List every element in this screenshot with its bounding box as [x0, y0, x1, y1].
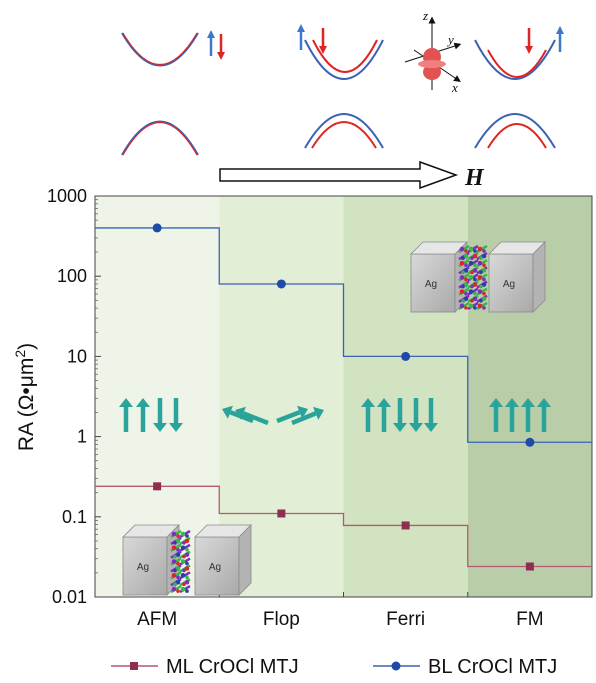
data-point-bl [525, 437, 535, 447]
spin-up-arrow-icon [377, 398, 391, 432]
chart: 0.01 0.1 1 10 100 1000 AFM Flop Ferri FM RA (Ω•μ… [12, 186, 593, 630]
spin-down-arrow-icon [393, 398, 407, 432]
svg-text:z: z [422, 8, 428, 23]
x-tick-label: Ferri [386, 609, 425, 630]
spin-canted-arrow-icon [291, 406, 324, 426]
crocl-layers [170, 529, 191, 594]
y-tick-label: 10 [67, 346, 87, 366]
field-label: H [464, 165, 485, 191]
x-tick-label: AFM [137, 609, 177, 630]
bl-mtj-device: Ag Ag [410, 241, 546, 313]
ag-electrode: Ag [410, 241, 468, 313]
spin-up-arrow-icon [136, 398, 150, 432]
phase-regions [95, 196, 592, 597]
spin-canted-arrow-icon [276, 405, 308, 424]
y-axis-title: RA (Ω•μm2) [12, 343, 38, 451]
data-point-bl [276, 279, 286, 289]
legend-item-ml: ML CrOCl MTJ [111, 656, 299, 678]
svg-text:x: x [451, 80, 458, 95]
spin-up-arrow-icon [361, 398, 375, 432]
spin-config-afm [119, 398, 183, 432]
crocl-layers [458, 244, 488, 310]
ag-label: Ag [503, 279, 515, 290]
x-tick-label: FM [516, 609, 543, 630]
svg-text:y: y [446, 32, 454, 47]
band-afm [121, 30, 225, 156]
band-fm [474, 26, 564, 149]
y-tick-label: 0.01 [52, 587, 87, 607]
data-point-bl [152, 223, 162, 233]
svg-text:ML CrOCl MTJ: ML CrOCl MTJ [166, 656, 299, 678]
x-tick-label: Flop [263, 609, 300, 630]
spin-down-arrow-icon [409, 398, 423, 432]
spin-config-ferri [361, 398, 438, 432]
spin-config-fm [489, 398, 551, 432]
ag-label: Ag [209, 562, 221, 573]
y-axis: 0.01 0.1 1 10 100 1000 [47, 186, 101, 607]
spin-up-arrow-icon [489, 398, 503, 432]
x-axis: AFM Flop Ferri FM [94, 592, 544, 630]
spin-down-arrow-icon [424, 398, 438, 432]
y-tick-label: 100 [57, 266, 87, 286]
data-point-bl [401, 351, 411, 361]
data-point-ml [525, 562, 534, 571]
spin-up-arrow-icon [521, 398, 535, 432]
data-point-ml [153, 482, 162, 491]
band-schematic: z y x H [121, 8, 564, 191]
ag-label: Ag [137, 562, 149, 573]
ag-electrode: Ag [488, 241, 546, 313]
data-point-ml [277, 509, 286, 518]
ag-electrode: Ag [122, 524, 180, 596]
ag-electrode: Ag [194, 524, 252, 596]
spin-down-arrow-icon [153, 398, 167, 432]
y-tick-label: 0.1 [62, 507, 87, 527]
spin-down-arrow-icon [169, 398, 183, 432]
spin-canted-arrow-icon [235, 406, 269, 426]
ml-mtj-device: Ag Ag [122, 524, 252, 596]
legend: ML CrOCl MTJ BL CrOCl MTJ [111, 656, 557, 678]
series-line-ml [95, 485, 592, 568]
data-point-ml [401, 521, 410, 530]
spin-up-arrow-icon [119, 398, 133, 432]
y-tick-label: 1 [77, 427, 87, 447]
band-split-1 [297, 24, 384, 149]
ag-label: Ag [425, 279, 437, 290]
spin-up-arrow-icon [537, 398, 551, 432]
spin-config-flop [222, 405, 324, 426]
series-line-bl [95, 227, 592, 443]
y-tick-label: 1000 [47, 186, 87, 206]
field-arrow: H [219, 160, 485, 191]
legend-item-bl: BL CrOCl MTJ [373, 656, 557, 678]
svg-text:BL CrOCl MTJ: BL CrOCl MTJ [428, 656, 557, 678]
orbital-axes: z y x [404, 8, 462, 95]
spin-up-arrow-icon [505, 398, 519, 432]
